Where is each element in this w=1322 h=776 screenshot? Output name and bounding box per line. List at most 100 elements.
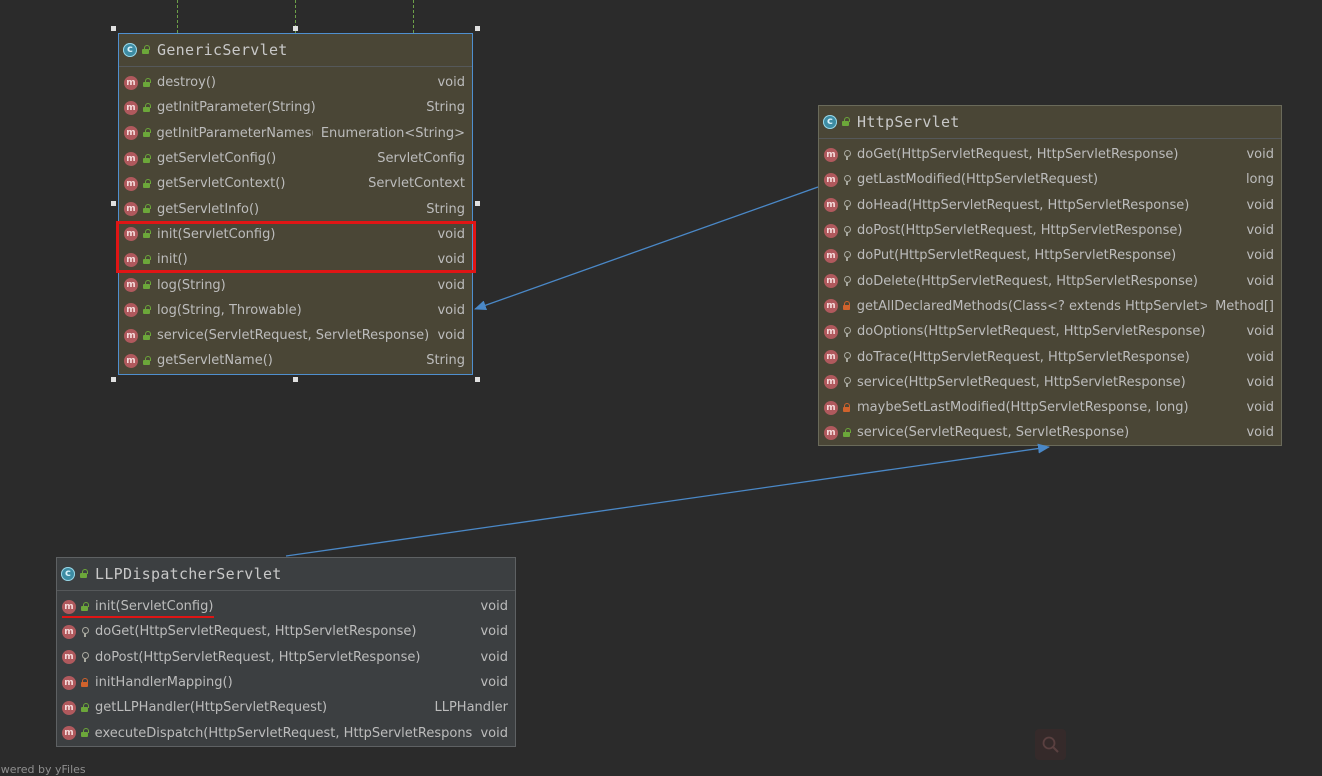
method-signature: doTrace(HttpServletRequest, HttpServletR… [857, 349, 1190, 365]
method-return-type: void [437, 75, 465, 91]
protected-visibility-icon [842, 250, 852, 261]
resize-handle[interactable] [111, 26, 116, 31]
protected-visibility-icon [80, 626, 90, 637]
method-icon: m [824, 172, 838, 187]
method-icon: m [62, 624, 76, 639]
public-visibility-icon [80, 702, 90, 713]
method-return-type: LLPHandler [434, 700, 508, 716]
method-icon: m [124, 202, 138, 217]
method-signature: getInitParameter(String) [157, 100, 316, 116]
method-return-type: void [1246, 273, 1274, 289]
search-button[interactable] [1035, 729, 1066, 760]
method-icon: m [62, 700, 76, 715]
method-signature: init(ServletConfig) [157, 226, 276, 242]
extends-edge-llpdispatcherservlet-httpservlet[interactable] [285, 443, 1050, 557]
method-icon: m [124, 303, 138, 318]
public-visibility-icon [142, 229, 152, 239]
resize-handle[interactable] [475, 26, 480, 31]
method-icon: m [124, 151, 138, 166]
method-return-type: Enumeration<String> [320, 125, 465, 141]
method-return-type: void [437, 226, 465, 242]
method-signature: doHead(HttpServletRequest, HttpServletRe… [857, 197, 1190, 213]
resize-handle[interactable] [293, 377, 298, 382]
resize-handle[interactable] [475, 377, 480, 382]
resize-handle[interactable] [111, 377, 116, 382]
implements-edge [177, 0, 178, 33]
method-signature: getInitParameterNames() [156, 125, 313, 141]
public-visibility-icon [842, 427, 852, 438]
method-return-type: void [1246, 400, 1274, 416]
public-visibility-icon [142, 128, 152, 138]
search-icon [1042, 736, 1059, 753]
method-icon: m [124, 75, 138, 90]
method-return-type: void [1246, 374, 1274, 390]
class-name: HttpServlet [857, 113, 960, 131]
method-signature: doPut(HttpServletRequest, HttpServletRes… [857, 248, 1177, 264]
public-visibility-icon [141, 45, 151, 55]
protected-visibility-icon [842, 276, 852, 287]
resize-handle[interactable] [293, 26, 298, 31]
protected-visibility-icon [842, 174, 852, 185]
method-row[interactable]: m doPost(HttpServletRequest, HttpServletR… [57, 645, 515, 670]
class-name: GenericServlet [157, 41, 288, 59]
resize-handle[interactable] [111, 201, 116, 206]
public-visibility-icon [142, 280, 152, 290]
method-icon: m [62, 726, 76, 741]
method-return-type: long [1245, 172, 1274, 188]
protected-visibility-icon [842, 326, 852, 337]
public-visibility-icon [142, 178, 152, 189]
method-icon: m [824, 324, 838, 339]
method-icon: m [824, 375, 838, 390]
method-icon: m [124, 176, 138, 191]
method-icon: m [124, 100, 138, 115]
method-return-type: ServletConfig [377, 151, 465, 167]
method-return-type: void [1246, 349, 1274, 365]
resize-handle[interactable] [475, 201, 480, 206]
method-return-type: void [437, 252, 465, 268]
method-icon: m [62, 650, 76, 665]
protected-visibility-icon [842, 352, 852, 363]
method-icon: m [124, 328, 138, 343]
method-signature: doPost(HttpServletRequest, HttpServletRe… [95, 649, 421, 665]
method-signature: log(String, Throwable) [157, 302, 302, 318]
extends-edge-httpservlet-genericservlet[interactable] [474, 186, 819, 311]
footer-credit: owered by yFiles [0, 763, 86, 776]
public-visibility-icon [80, 728, 90, 738]
method-return-type: void [480, 649, 508, 665]
